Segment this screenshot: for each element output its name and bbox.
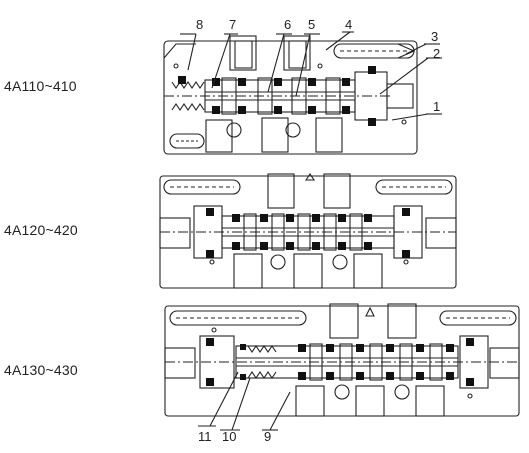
valve-body-three-position (164, 303, 520, 417)
callout-numbers: 8 7 6 5 4 3 2 1 11 10 9 (196, 17, 440, 444)
model-label-4a110-410: 4A110~410 (4, 78, 77, 94)
valve-1-leader-lines (180, 31, 442, 121)
callout-3: 3 (431, 29, 438, 44)
valve-body-single-solenoid (163, 35, 418, 155)
valve-2-seals (206, 208, 410, 258)
callout-8: 8 (196, 17, 203, 32)
callout-11: 11 (198, 429, 212, 444)
callout-6: 6 (284, 17, 291, 32)
callout-4: 4 (345, 17, 352, 32)
valve-1-seals (178, 66, 376, 126)
valve-body-double-solenoid (159, 173, 457, 289)
model-label-4a120-420: 4A120~420 (4, 222, 78, 238)
callout-1: 1 (433, 99, 440, 114)
model-label-4a130-430: 4A130~430 (4, 362, 78, 378)
callout-10: 10 (222, 429, 236, 444)
callout-2: 2 (433, 46, 440, 61)
valve-3-leader-lines (198, 371, 291, 431)
callout-9: 9 (264, 429, 271, 444)
valve-3-seals (206, 338, 474, 386)
callout-5: 5 (308, 17, 315, 32)
callout-7: 7 (229, 17, 236, 32)
